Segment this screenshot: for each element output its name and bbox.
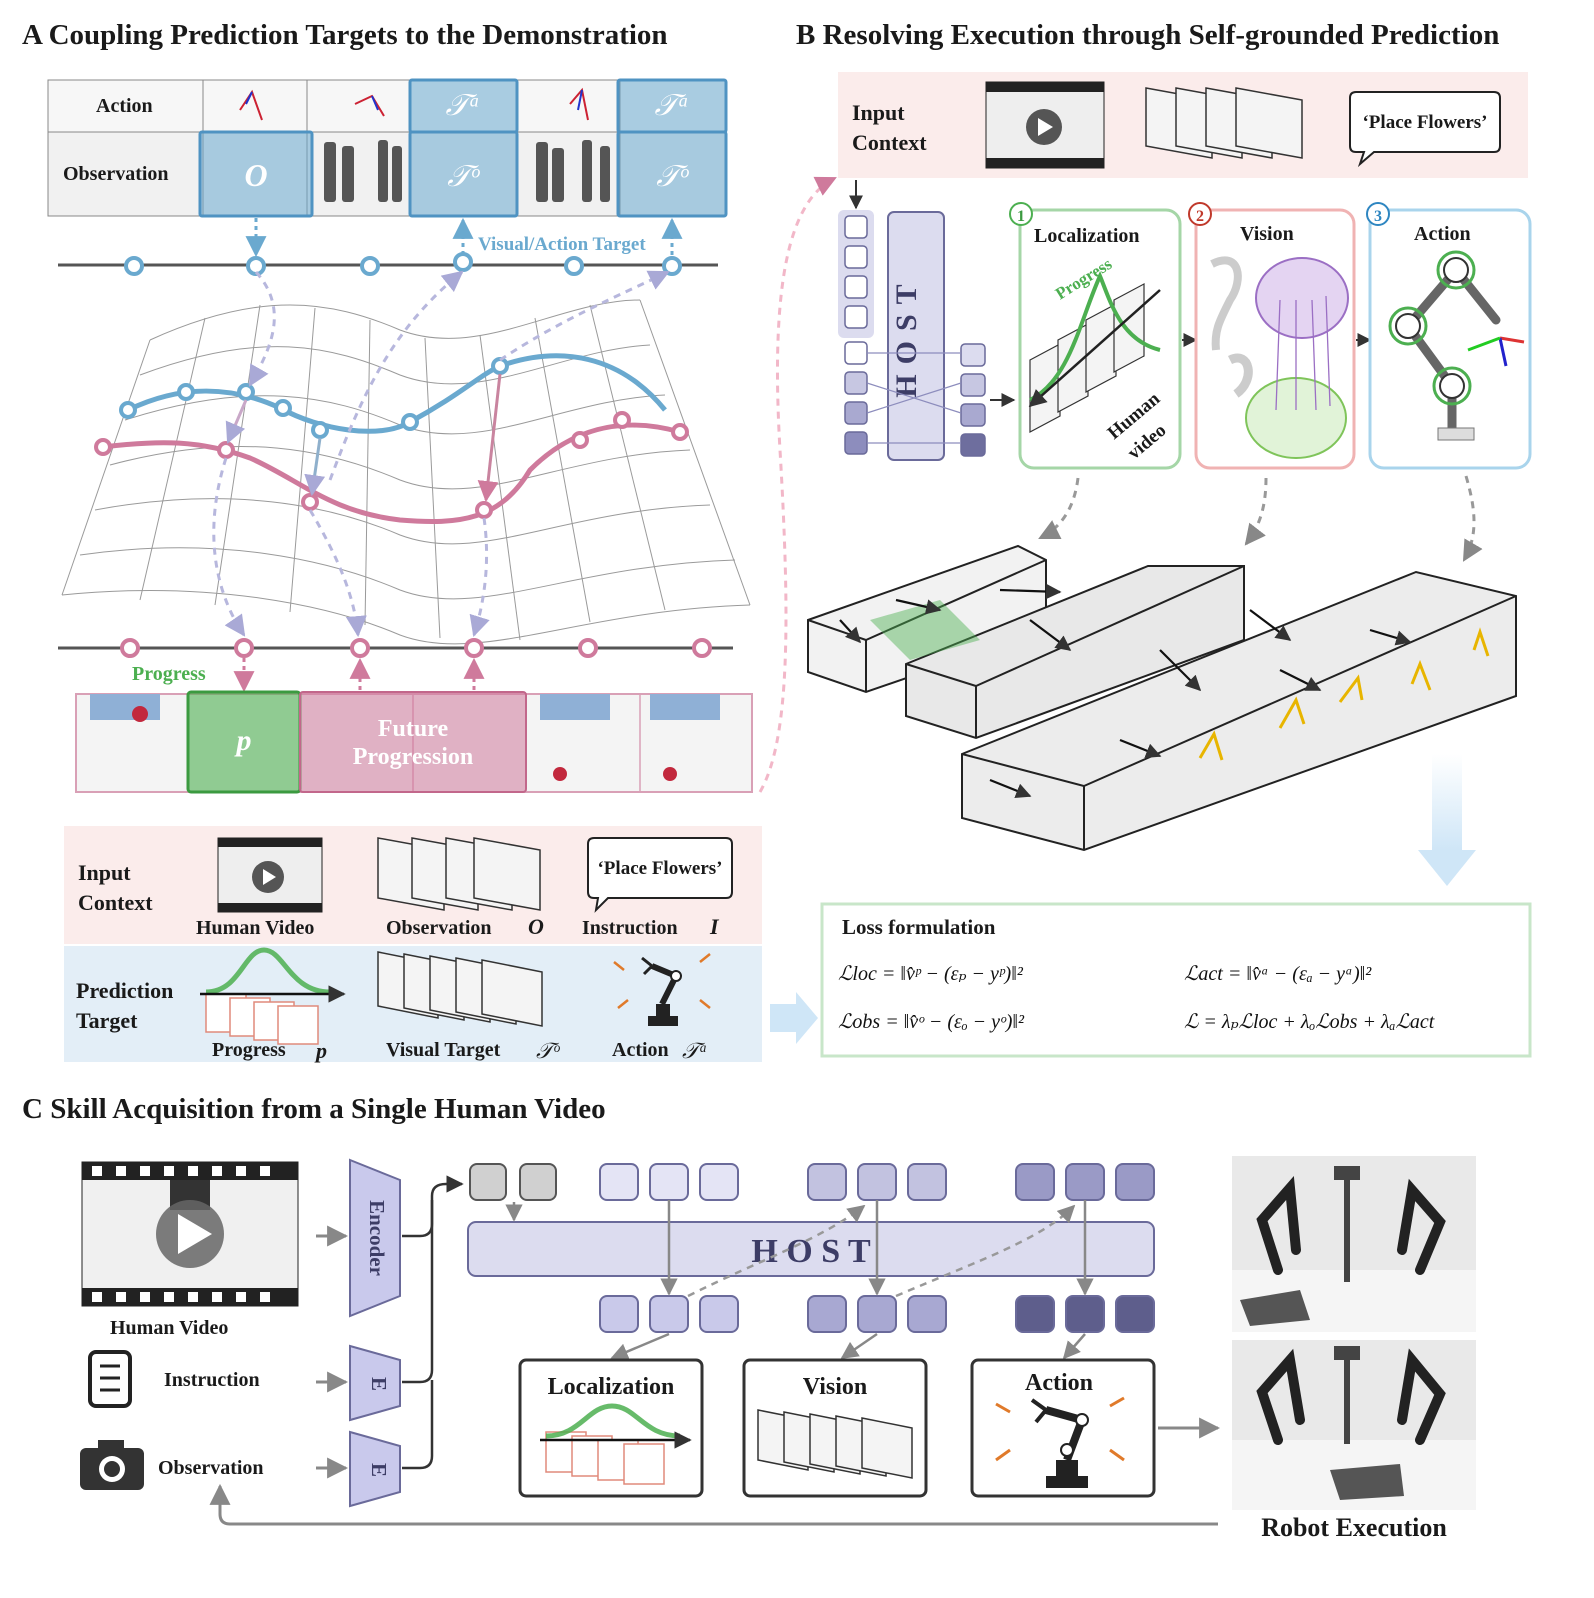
- prediction-tubes: [807, 544, 1517, 852]
- connector-to-panel-b: [758, 176, 837, 793]
- observation-sym-a: O: [528, 914, 544, 939]
- symbol-ta-2: 𝒯ᵃ: [655, 89, 690, 122]
- robot-execution-label: Robot Execution: [1261, 1513, 1447, 1542]
- human-timeline: Progress: [58, 638, 733, 693]
- progress-target-label: Progress: [212, 1039, 286, 1061]
- robot-arm-icon-c: [995, 1396, 1125, 1488]
- action-target-sym: 𝒯ᵃ: [682, 1038, 708, 1063]
- visual-target-box-2: [616, 130, 728, 218]
- panel-a-title: A Coupling Prediction Targets to the Dem…: [22, 19, 668, 51]
- symbol-to-1: 𝒯ᵒ: [447, 160, 480, 193]
- stage-action: 3 Action: [1366, 202, 1532, 470]
- loss-obs: ℒobs = ‖v̂ᵒ − (εₒ − yᵒ)‖²: [838, 1011, 1025, 1033]
- human-video-strip: p Future Progression: [75, 690, 753, 794]
- demo-strip: Action Observation O 𝒯ᵃ 𝒯ᵒ 𝒯ᵃ 𝒯ᵒ: [47, 78, 728, 218]
- panel-b-title: B Resolving Execution through Self-groun…: [796, 19, 1499, 51]
- robot-execution: Robot Execution: [209, 1156, 1476, 1542]
- c-human-video-label: Human Video: [110, 1317, 228, 1339]
- camera-icon: [80, 1440, 144, 1490]
- prediction-target-line1: Prediction: [76, 978, 173, 1003]
- stage-3-label: Action: [1414, 223, 1471, 245]
- observation-label-a: Observation: [386, 917, 492, 939]
- visual-target-sym: 𝒯ᵒ: [536, 1038, 561, 1063]
- stage-3-number: 3: [1374, 208, 1382, 225]
- arrow-to-loss: [770, 992, 818, 1044]
- loss-title: Loss formulation: [842, 915, 996, 939]
- input-context-a-line2: Context: [78, 890, 153, 915]
- host-block-c: H O S T: [467, 1163, 1155, 1360]
- robot-timeline: Visual/Action Target: [58, 217, 718, 276]
- loss-loc: ℒloc = ‖v̂ᵖ − (εₚ − yᵖ)‖²: [838, 963, 1024, 985]
- input-context-a-line1: Input: [78, 860, 131, 885]
- loss-box: Loss formulation ℒloc = ‖v̂ᵖ − (εₚ − yᵖ)…: [820, 902, 1532, 1058]
- connectors-b: [1038, 475, 1483, 562]
- stage-vision: 2 Vision: [1188, 202, 1356, 470]
- future-label-1: Future: [378, 716, 449, 742]
- progress-target-sym: p: [314, 1038, 327, 1063]
- c-observation-label: Observation: [158, 1457, 264, 1479]
- stage-localization: 1 Localization Progress Human video: [1009, 202, 1182, 470]
- panel-c-title: C Skill Acquisition from a Single Human …: [22, 1093, 606, 1125]
- manifold-curves: [94, 353, 689, 524]
- c-instruction-label: Instruction: [164, 1369, 260, 1391]
- loss-act: ℒact = ‖v̂ᵃ − (εₐ − yᵃ)‖²: [1184, 963, 1372, 985]
- action-thumbnails: [239, 87, 589, 121]
- action-target-label: Action: [612, 1039, 669, 1061]
- stage-1-number: 1: [1017, 208, 1025, 225]
- instruction-bubble-b: ‘Place Flowers’: [1362, 112, 1487, 133]
- symbol-o: O: [244, 157, 267, 193]
- play-icon: [178, 1214, 212, 1254]
- e-label-1: E: [367, 1377, 391, 1391]
- e-label-2: E: [367, 1463, 391, 1477]
- head-localization: Localization: [518, 1358, 704, 1498]
- symbol-to-2: 𝒯ᵒ: [656, 160, 689, 193]
- connectors-a: [212, 270, 670, 638]
- head-action-label: Action: [1025, 1370, 1093, 1396]
- observation-o-box: [198, 130, 314, 218]
- head-vision-label: Vision: [803, 1374, 867, 1400]
- prediction-target-line2: Target: [76, 1008, 138, 1033]
- future-label-2: Progression: [353, 744, 473, 770]
- stage-2-number: 2: [1196, 208, 1204, 225]
- symbol-ta-1: 𝒯ᵃ: [446, 89, 481, 122]
- progress-label: Progress: [132, 663, 206, 685]
- symbol-p: p: [234, 724, 252, 757]
- loss-total: ℒ = λₚℒloc + λₒℒobs + λₐℒact: [1184, 1011, 1435, 1033]
- visual-target-label: Visual Target: [386, 1039, 501, 1061]
- row-label-observation: Observation: [63, 163, 169, 185]
- host-block-b: HOST: [838, 180, 1016, 461]
- arrow-to-loss-b: [1418, 754, 1476, 886]
- manifold-mesh: [61, 299, 751, 645]
- input-context-a: Input Context Human Video Observation O …: [64, 826, 762, 944]
- human-video-label-a: Human Video: [196, 917, 314, 939]
- instruction-sym-a: I: [709, 914, 720, 939]
- future-progression-frames: [299, 691, 527, 793]
- encoders: Encoder E E: [349, 1158, 464, 1508]
- encoder-label: Encoder: [365, 1200, 389, 1276]
- instruction-label-a: Instruction: [582, 917, 678, 939]
- head-localization-label: Localization: [548, 1374, 675, 1400]
- input-context-b: Input Context ‘Place Flowers’: [838, 72, 1528, 178]
- instruction-bubble-a: ‘Place Flowers’: [597, 858, 722, 879]
- prediction-target-a: Prediction Target Progress p Visual Targ…: [64, 946, 762, 1063]
- c-inputs: Human Video Instruction Observation: [80, 1161, 349, 1490]
- observation-thumbnails: [324, 140, 610, 202]
- host-label-b: HOST: [890, 274, 923, 397]
- head-vision: Vision: [742, 1358, 928, 1498]
- stage-2-label: Vision: [1240, 223, 1294, 245]
- row-label-action: Action: [96, 95, 153, 117]
- input-context-b-line2: Context: [852, 130, 927, 155]
- visual-target-box-1: [408, 130, 519, 218]
- document-icon: [88, 1350, 132, 1408]
- stage-1-label: Localization: [1034, 225, 1140, 247]
- robot-arm-icon: [613, 953, 711, 1026]
- head-action: Action: [970, 1358, 1156, 1498]
- visual-action-target-label: Visual/Action Target: [478, 234, 646, 255]
- input-context-b-line1: Input: [852, 100, 905, 125]
